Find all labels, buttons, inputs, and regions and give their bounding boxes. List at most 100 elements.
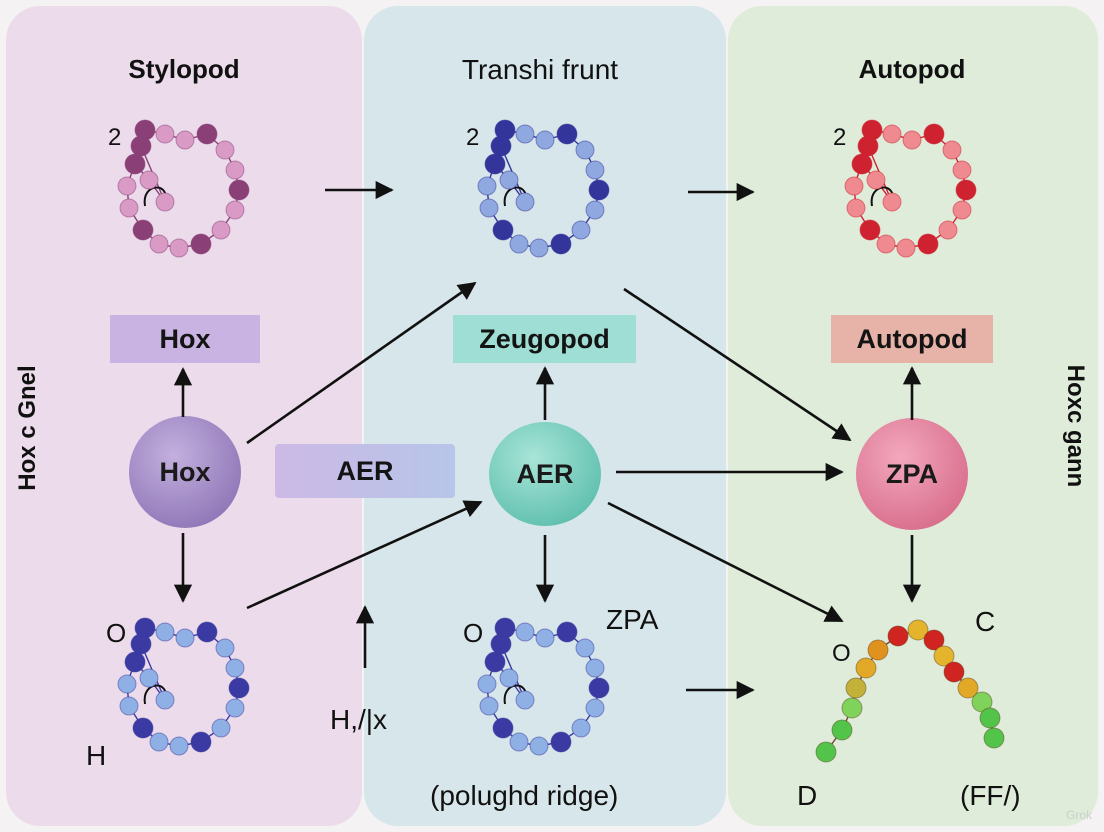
chain-bead <box>124 153 146 175</box>
chain-bead <box>484 153 506 175</box>
molecule-transit-top <box>477 119 610 258</box>
chain-bead <box>907 619 929 641</box>
chain-bead <box>117 674 137 694</box>
chain-bead <box>933 645 955 667</box>
chain-bead <box>190 233 212 255</box>
chain-bead <box>490 633 512 655</box>
label-o-right: O <box>832 640 851 667</box>
chain-bead <box>550 233 572 255</box>
label-c-right: C <box>975 606 996 637</box>
chain-bead <box>228 677 250 699</box>
chain-bead <box>225 698 245 718</box>
chain-bead <box>979 707 1001 729</box>
title-transit: Transhi frunt <box>461 54 619 85</box>
hox-node: Hox <box>159 456 211 487</box>
chain-bead <box>175 130 195 150</box>
chain-bead <box>550 731 572 753</box>
chain-bead <box>556 123 578 145</box>
chain-bead <box>155 690 175 710</box>
chain-bead <box>867 639 889 661</box>
chain-bead <box>943 661 965 683</box>
chain-bead <box>130 633 152 655</box>
chain-bead <box>211 220 231 240</box>
chain-bead <box>211 718 231 738</box>
chain-bead <box>130 135 152 157</box>
chain-bead <box>851 153 873 175</box>
chain-bead <box>831 719 853 741</box>
watermark-text: Grok <box>1065 808 1092 822</box>
arrow-transit-to-zpa <box>623 287 852 442</box>
hox-label-box: Hox <box>110 315 260 363</box>
chain-bead <box>923 123 945 145</box>
label-polughd-ridge: (polughd ridge) <box>430 780 619 811</box>
label-ff-right: (FF/) <box>960 780 1021 811</box>
chain-bead <box>588 677 610 699</box>
chain-bead <box>139 668 159 688</box>
chain-bead <box>952 160 972 180</box>
chain-bead <box>509 732 529 752</box>
chain-bead <box>917 233 939 255</box>
molecule-stylopod-bottom <box>117 617 250 756</box>
molecule-stylopod-top <box>117 119 250 258</box>
chain-bead <box>585 658 605 678</box>
chain-bead <box>952 200 972 220</box>
mark-top-left: 2 <box>108 124 122 151</box>
chain-bead <box>515 622 535 642</box>
label-o-left: O <box>106 618 127 648</box>
chain-bead <box>896 238 916 258</box>
mark-top-right: 2 <box>833 124 847 151</box>
chain-bead <box>571 220 591 240</box>
zeugopod-label-box: Zeugopod <box>453 315 636 363</box>
molecule-hand-chain <box>815 619 1005 763</box>
side-label-left: Hox c Gnel <box>14 365 41 491</box>
chain-bead <box>499 170 519 190</box>
label-d-right: D <box>797 780 818 811</box>
chain-bead <box>857 135 879 157</box>
chain-bead <box>902 130 922 150</box>
chain-bead <box>477 674 497 694</box>
chain-bead <box>535 130 555 150</box>
chain-bead <box>882 124 902 144</box>
label-o-middle: O <box>463 618 484 648</box>
chain-bead <box>923 629 945 651</box>
chain-bead <box>585 160 605 180</box>
chain-bead <box>955 179 977 201</box>
chain-bead <box>585 200 605 220</box>
title-autopod: Autopod <box>858 54 966 84</box>
chain-bead <box>149 234 169 254</box>
chain-bead <box>225 160 245 180</box>
title-stylopod: Stylopod <box>128 54 240 84</box>
chain-bead <box>866 170 886 190</box>
chain-bead <box>571 718 591 738</box>
aer-node-shape <box>489 422 601 526</box>
chain-bead <box>119 198 139 218</box>
chain-bead <box>196 123 218 145</box>
chain-bead <box>855 657 877 679</box>
chain-bead <box>588 179 610 201</box>
chain-bead <box>535 628 555 648</box>
molecule-transit-bottom <box>477 617 610 756</box>
chain-bead <box>859 219 881 241</box>
chain-bead <box>529 238 549 258</box>
chain-bead <box>983 727 1005 749</box>
chain-bead <box>575 638 595 658</box>
chain-bead <box>585 698 605 718</box>
chain-bead <box>124 651 146 673</box>
chain-bead <box>515 124 535 144</box>
chain-bead <box>132 717 154 739</box>
chain-bead <box>957 677 979 699</box>
chain-bead <box>515 192 535 212</box>
arrow-hox-to-middle <box>246 281 477 445</box>
chain-bead <box>492 219 514 241</box>
chain-bead <box>484 651 506 673</box>
chain-bead <box>876 234 896 254</box>
chain-bead <box>844 176 864 196</box>
chain-bead <box>215 638 235 658</box>
arrow-aer-to-hand <box>607 501 844 623</box>
chain-bead <box>117 176 137 196</box>
chain-bead <box>225 658 245 678</box>
chain-bead <box>515 690 535 710</box>
arrow-lower-to-aer <box>246 500 483 610</box>
zpa-node-shape <box>856 418 968 530</box>
chain-bead <box>479 696 499 716</box>
